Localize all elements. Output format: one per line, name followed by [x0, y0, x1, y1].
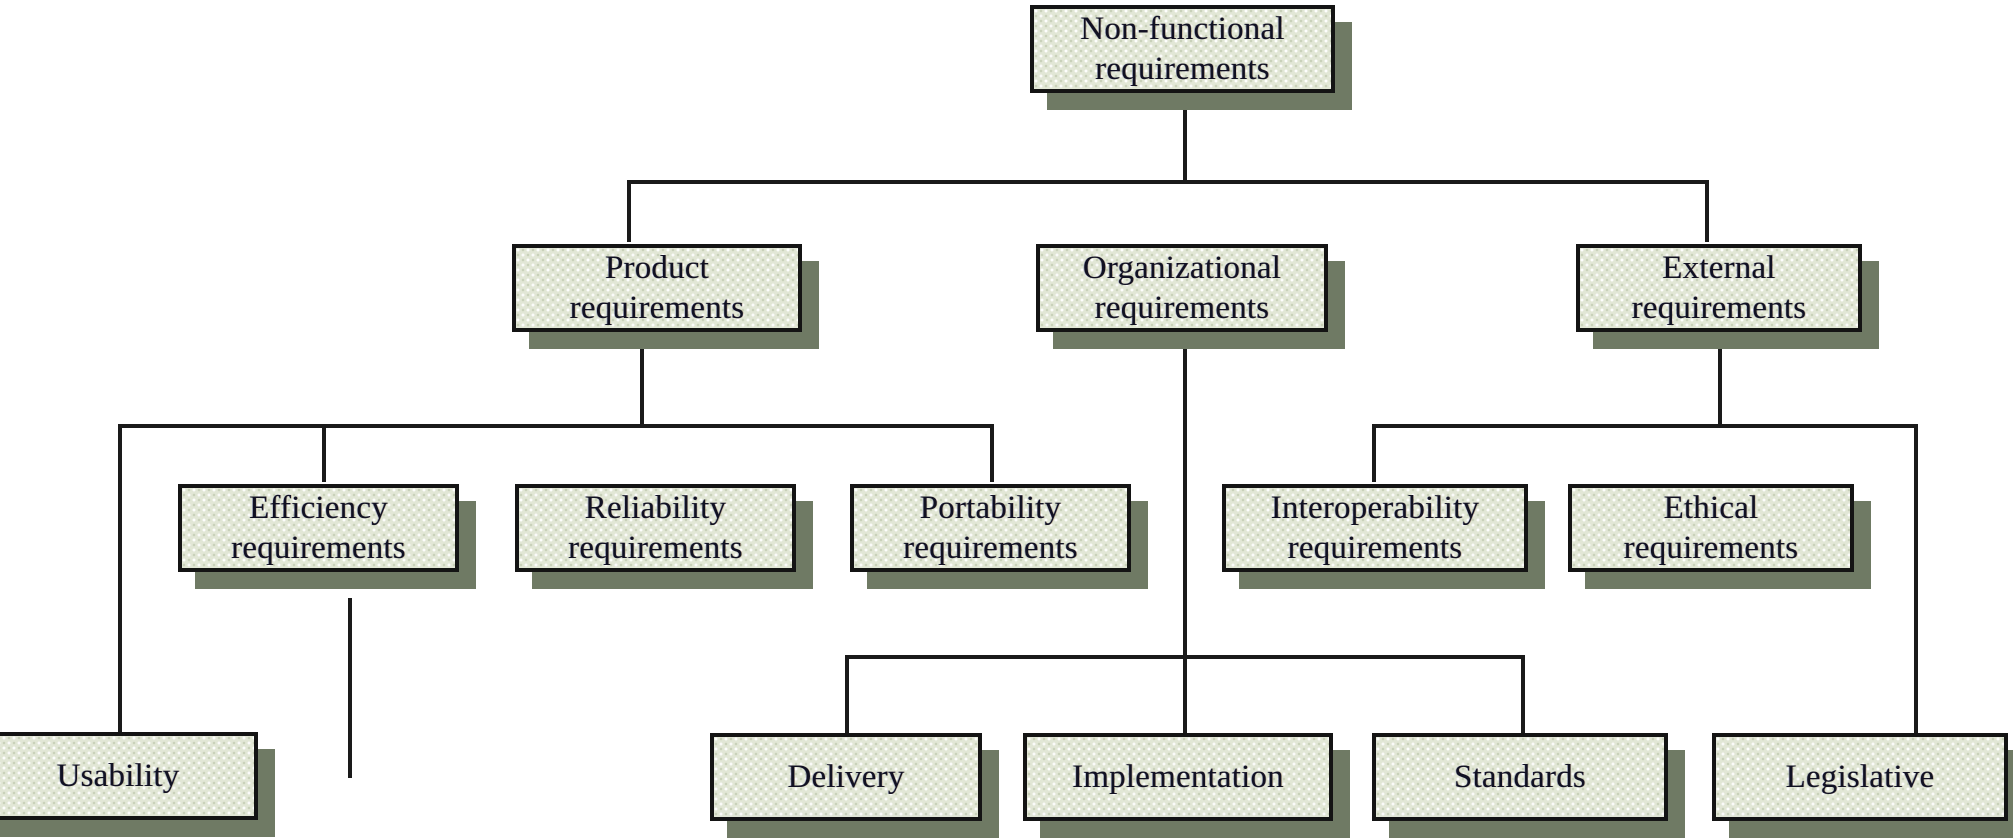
- node-box: Delivery: [710, 733, 982, 821]
- node-box: Product requirements: [512, 244, 802, 332]
- node-box: Efficiency requirements: [178, 484, 459, 572]
- node-implementation[interactable]: Implementation: [1023, 733, 1350, 838]
- node-box: Portability requirements: [850, 484, 1131, 572]
- node-label: Ethical requirements: [1623, 489, 1799, 566]
- diagram-canvas: Non-functional requirements Product requ…: [0, 5, 2013, 838]
- node-box: Ethical requirements: [1568, 484, 1854, 572]
- connector-product-stem: [640, 330, 644, 426]
- node-box: Interoperability requirements: [1222, 484, 1528, 572]
- node-label: Legislative: [1785, 758, 1935, 795]
- node-external[interactable]: External requirements: [1576, 244, 1879, 349]
- node-portability[interactable]: Portability requirements: [850, 484, 1148, 589]
- node-box: Usability: [0, 732, 258, 820]
- node-usability[interactable]: Usability: [0, 732, 275, 837]
- node-standards[interactable]: Standards: [1372, 733, 1685, 838]
- node-legislative[interactable]: Legislative: [1712, 733, 2013, 838]
- connector-drop-portability: [990, 424, 994, 482]
- connector-external-stem: [1718, 330, 1722, 426]
- connector-organizational-stem: [1183, 330, 1187, 734]
- connector-level2-bus: [627, 180, 1709, 184]
- node-box: Legislative: [1712, 733, 2008, 821]
- connector-drop-product: [627, 180, 631, 242]
- node-box: Reliability requirements: [515, 484, 796, 572]
- connector-drop-delivery: [845, 655, 849, 735]
- node-label: Portability requirements: [903, 489, 1078, 566]
- node-label: Efficiency requirements: [231, 489, 406, 566]
- connector-drop-legislative: [1914, 424, 1918, 734]
- connector-root-stem: [1183, 88, 1187, 182]
- connector-drop-efficiency: [322, 424, 326, 482]
- node-box: External requirements: [1576, 244, 1862, 332]
- node-label: Non-functional requirements: [1080, 10, 1285, 87]
- node-delivery[interactable]: Delivery: [710, 733, 999, 838]
- connector-efficiency-stem: [348, 598, 352, 778]
- connector-external-bus: [1372, 424, 1918, 428]
- node-label: Product requirements: [569, 249, 745, 326]
- connector-organizational-bus: [845, 655, 1525, 659]
- node-label: Interoperability requirements: [1270, 489, 1480, 566]
- node-box: Organizational requirements: [1036, 244, 1328, 332]
- node-root[interactable]: Non-functional requirements: [1030, 5, 1352, 110]
- node-organizational[interactable]: Organizational requirements: [1036, 244, 1345, 349]
- node-label: Organizational requirements: [1082, 249, 1282, 326]
- node-label: External requirements: [1631, 249, 1807, 326]
- node-label: Delivery: [787, 758, 905, 795]
- connector-drop-external: [1705, 180, 1709, 242]
- node-label: Implementation: [1072, 758, 1284, 795]
- node-product[interactable]: Product requirements: [512, 244, 819, 349]
- node-box: Implementation: [1023, 733, 1333, 821]
- node-interoperability[interactable]: Interoperability requirements: [1222, 484, 1545, 589]
- node-label: Reliability requirements: [568, 489, 743, 566]
- node-efficiency[interactable]: Efficiency requirements: [178, 484, 476, 589]
- connector-product-bus: [118, 424, 994, 428]
- node-reliability[interactable]: Reliability requirements: [515, 484, 813, 589]
- connector-drop-usability: [118, 424, 122, 734]
- node-box: Non-functional requirements: [1030, 5, 1335, 93]
- connector-drop-interoperability: [1372, 424, 1376, 482]
- node-box: Standards: [1372, 733, 1668, 821]
- node-ethical[interactable]: Ethical requirements: [1568, 484, 1871, 589]
- connector-drop-standards: [1521, 655, 1525, 735]
- node-label: Standards: [1454, 758, 1586, 795]
- node-label: Usability: [56, 757, 180, 794]
